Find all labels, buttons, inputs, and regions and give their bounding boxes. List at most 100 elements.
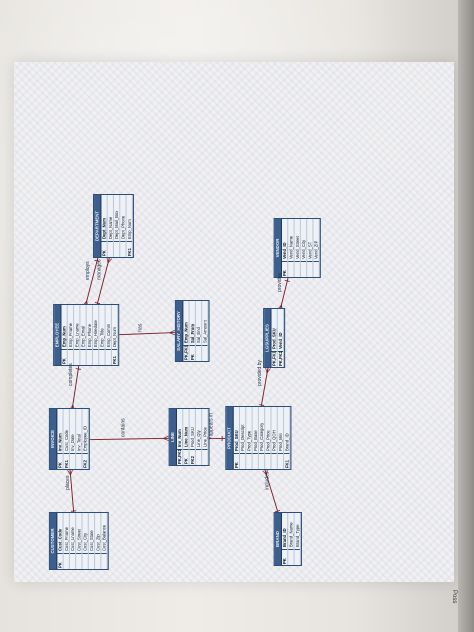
attribute-key [294, 261, 300, 277]
relationship-label: provides [276, 273, 284, 292]
attribute-name: Emp_Num [126, 219, 132, 239]
attribute-key [74, 349, 80, 365]
attribute-name: Vend_City [300, 239, 307, 259]
monitor-bezel [458, 0, 474, 632]
crows-foot-mark [107, 258, 113, 264]
attribute-name: Inv_Num [177, 429, 183, 447]
attribute-key: PK [183, 449, 189, 465]
entity-title: VENDOR [274, 219, 282, 277]
relationship-label: employs [84, 261, 91, 280]
attribute-key [271, 453, 277, 469]
attribute-name: Cust_Fname [63, 527, 69, 551]
attribute-key: FK2 [189, 449, 195, 465]
attribute-name: Dept_Name [107, 216, 113, 239]
relationship-lines [67, 257, 290, 515]
attribute-name: Cust_State [88, 530, 95, 551]
attribute-name: Line_Price [202, 427, 208, 447]
attribute-key: FK1 [126, 241, 132, 257]
crows-foot-mark [107, 257, 110, 263]
crows-foot-mark [262, 470, 267, 476]
relationship-line [264, 469, 279, 515]
crows-foot-mark [169, 332, 176, 336]
attribute-key [195, 345, 202, 361]
attribute-key [93, 349, 99, 365]
attribute-row: Vend_ZIP [313, 219, 320, 277]
attribute-name: Prod_Category [258, 422, 265, 451]
attribute-name: Emp_Phone [86, 323, 92, 347]
attribute-key [82, 553, 88, 569]
attribute-key: PK [61, 349, 67, 365]
crows-foot-mark [266, 469, 268, 475]
relationship-line [71, 365, 80, 411]
attribute-name: Prod_SKU [271, 328, 277, 349]
attribute-key: PK,FK1 [177, 449, 183, 465]
attribute-key [202, 345, 208, 361]
attribute-name: Cust_Lname [69, 527, 76, 551]
attribute-key [76, 553, 82, 569]
entity-title: SALARY_HISTORY [175, 301, 184, 361]
attribute-name: Cust_Balance [101, 524, 107, 551]
attribute-name: Cust_Code [57, 528, 63, 551]
relationship-label: manages [95, 259, 102, 280]
relationship-line [260, 367, 269, 409]
attribute-name: Line_Qty [195, 430, 202, 447]
attribute-row: FK1 Emp_Num [126, 195, 133, 257]
attribute-key [246, 453, 252, 469]
attribute-name: Emp_Hiredate [93, 320, 99, 347]
entity-title: INVOICE [49, 409, 58, 469]
crows-foot-mark [265, 367, 268, 374]
attribute-key: PK [282, 549, 288, 565]
crows-foot-mark [106, 257, 109, 263]
relationship-line [113, 332, 175, 336]
attribute-name: Prod_Base [252, 430, 258, 451]
attribute-key [277, 453, 284, 469]
relationship-label: has [136, 323, 144, 332]
attribute-name: Inv_Num [57, 433, 63, 451]
attribute-key: PK,FK2 [277, 351, 284, 367]
attribute-key [76, 453, 82, 469]
attribute-name: Vend_Street [294, 235, 300, 259]
attribute-key [195, 449, 202, 465]
cardinality-bar-mark [75, 368, 81, 370]
attribute-name: Vend_Name [288, 235, 294, 259]
cardinality-bar-mark [94, 259, 100, 262]
attribute-name: Dept_Num [111, 326, 118, 347]
attribute-key [114, 241, 120, 257]
attribute-name: Prod_Descript [239, 424, 246, 451]
crows-foot-mark [266, 368, 271, 374]
cardinality-bar-mark [284, 279, 290, 282]
attribute-key: PK,FK1 [183, 345, 189, 361]
attribute-row: Sal_Amount [202, 301, 209, 361]
attribute-name: Prod_SKU [233, 430, 239, 451]
attribute-key [95, 553, 101, 569]
relationship-line [86, 437, 169, 441]
attribute-key [101, 553, 107, 569]
attribute-key [307, 261, 313, 277]
crows-foot-mark [266, 367, 269, 373]
entity-title: EMPLOYEE [54, 305, 62, 365]
attribute-name: Employee_ID [82, 425, 88, 451]
attribute-key [105, 349, 111, 365]
attribute-name: Vend_ID [277, 332, 284, 349]
entity-title: LGSUPPLIES [264, 309, 272, 367]
attribute-name: Vend_ID [282, 242, 288, 259]
attribute-key [288, 549, 294, 565]
attribute-key: PK,FK1 [271, 351, 277, 367]
attribute-key: PK [57, 553, 63, 569]
attribute-key [69, 453, 76, 469]
attribute-key [107, 241, 113, 257]
relationship-label: includes [264, 471, 271, 490]
attribute-key: PK [189, 345, 195, 361]
relationship-line [69, 469, 75, 515]
